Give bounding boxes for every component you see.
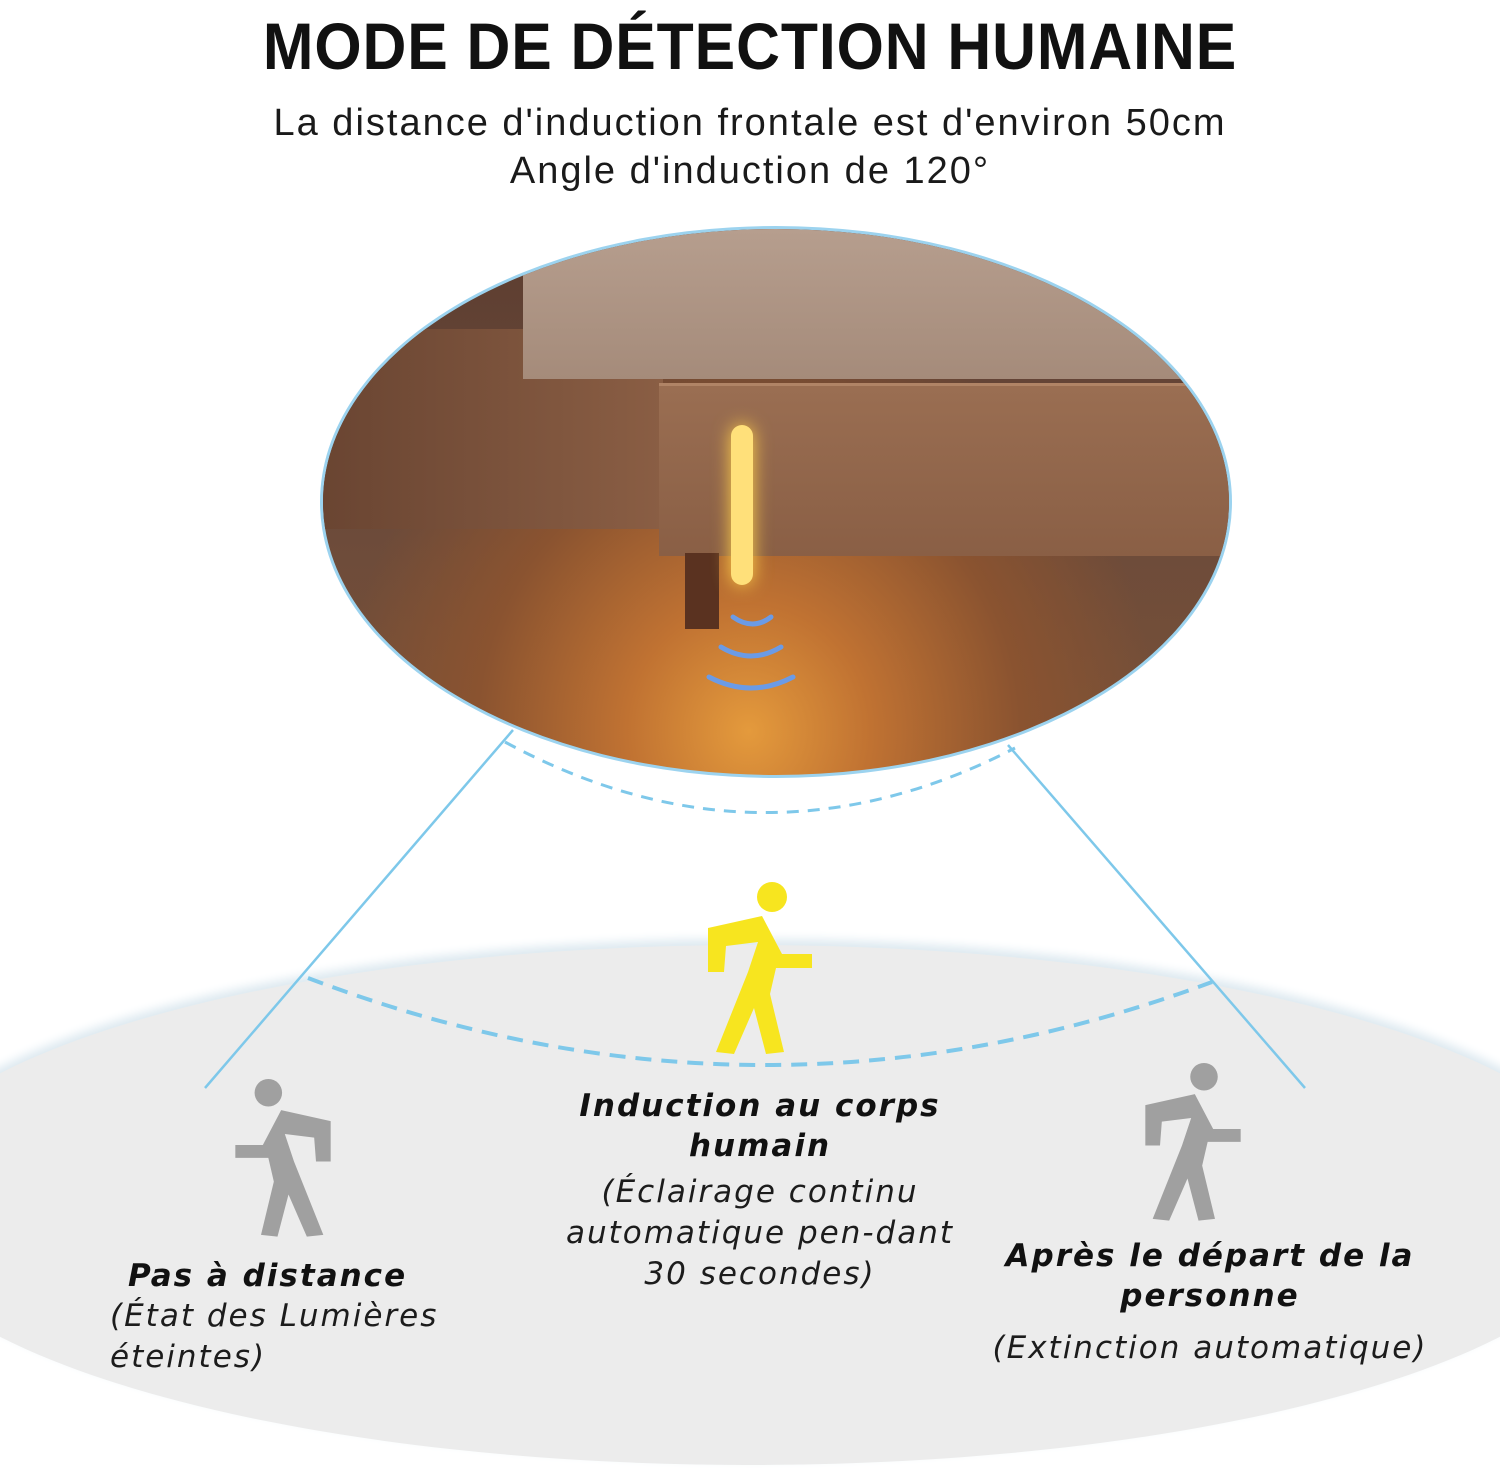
state-far-away: Pas à distance (État des Lumières éteint…: [110, 1256, 490, 1378]
subtitle-distance: La distance d'induction frontale est d'e…: [273, 102, 1227, 144]
sensor-wave-icon: [706, 614, 796, 691]
state-after-leaving: Après le départ de la personne (Extincti…: [970, 1236, 1450, 1369]
bed-photo: [320, 226, 1232, 778]
state-description: (Éclairage continu automatique pen-dant …: [565, 1174, 955, 1292]
detection-floor-area: [0, 945, 1500, 1465]
walking-person-icon-active: [708, 882, 812, 1054]
bed-leg: [685, 553, 719, 629]
bed-frame: [659, 383, 1229, 556]
page-title: MODE DE DÉTECTION HUMAINE: [262, 9, 1238, 83]
state-description: (Extinction automatique): [992, 1330, 1428, 1366]
subtitle-angle: Angle d'induction de 120°: [509, 150, 991, 192]
walking-person-icon-leaving: [1145, 1063, 1241, 1221]
led-light-strip: [731, 425, 753, 585]
state-title: Pas à distance: [128, 1258, 408, 1294]
state-description: (État des Lumières éteintes): [110, 1298, 439, 1375]
bed-mattress: [523, 229, 1229, 379]
state-detected: Induction au corps humain (Éclairage con…: [560, 1086, 960, 1295]
state-title: Après le départ de la personne: [1005, 1238, 1415, 1314]
state-title: Induction au corps humain: [579, 1088, 941, 1164]
walking-person-icon-far: [235, 1079, 331, 1237]
